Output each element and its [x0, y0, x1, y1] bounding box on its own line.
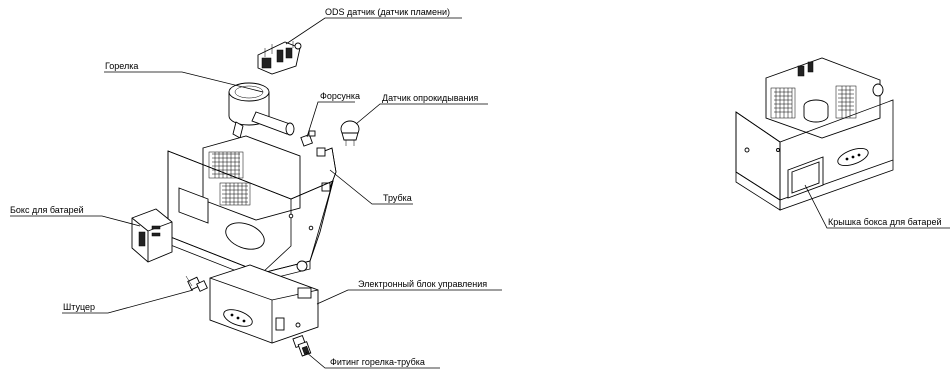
nozzle-part	[300, 130, 316, 147]
tilt-sensor-part	[340, 120, 360, 146]
label-battery-box-cover: Крышка бокса для батарей	[828, 217, 941, 227]
burner-part	[228, 82, 295, 139]
label-nozzle: Форсунка	[320, 91, 360, 101]
burner-tube-fitting-leader-line	[305, 351, 440, 369]
label-burner: Горелка	[105, 61, 138, 71]
burner-tube-fitting-part	[292, 334, 312, 357]
ods-sensor-part	[257, 41, 302, 75]
fitting-part	[185, 275, 208, 292]
label-tilt-sensor: Датчик опрокидывания	[382, 93, 478, 103]
fitting-leader-line	[62, 289, 194, 314]
label-fitting: Штуцер	[63, 302, 95, 312]
label-control-unit: Электронный блок управления	[358, 279, 487, 289]
assembled-unit	[735, 57, 894, 211]
battery-box-part	[131, 208, 173, 263]
tube-part	[316, 147, 337, 192]
nozzle-leader-line	[306, 101, 355, 138]
burner-leader-line	[104, 71, 264, 93]
control-unit-leader-line	[316, 289, 502, 305]
tube-leader-line	[329, 169, 413, 205]
battery-cover-leader-line	[804, 184, 950, 229]
label-tube: Трубка	[383, 193, 412, 203]
label-battery-box: Бокс для батарей	[10, 205, 84, 215]
ods-leader-line	[285, 17, 462, 45]
control-unit-part	[209, 264, 319, 344]
main-housing-part	[167, 135, 334, 282]
label-ods-sensor: ODS датчик (датчик пламени)	[325, 7, 450, 17]
tilt-leader-line	[355, 103, 488, 125]
label-burner-tube-fitting: Фитинг горелка-трубка	[330, 357, 425, 367]
battery-box-leader-line	[10, 215, 141, 227]
